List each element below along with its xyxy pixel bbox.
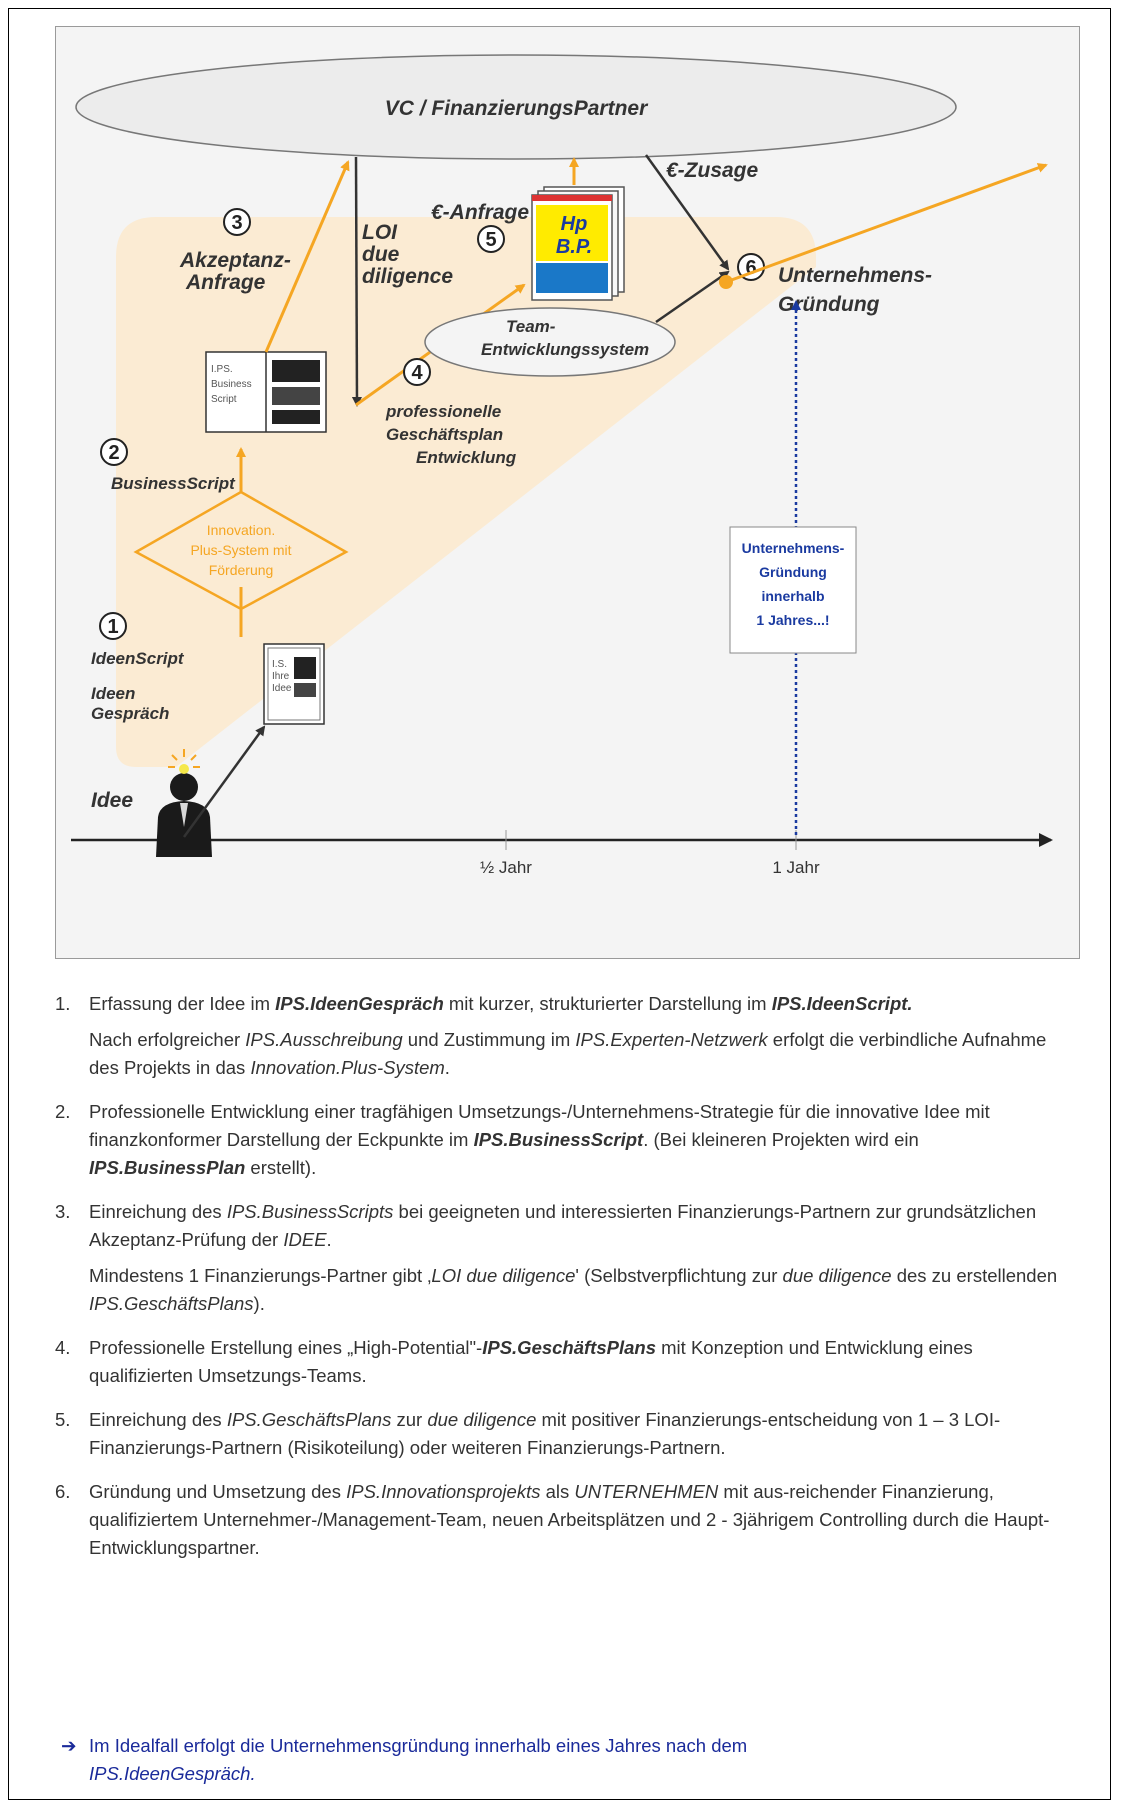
ideen-script-label: IdeenScript [91,649,185,668]
vc-partner-label: VC / FinanzierungsPartner [385,97,649,120]
step-item-5: 5. Einreichung des IPS.GeschäftsPlans zu… [55,1409,1001,1458]
svg-text:B.P.: B.P. [556,236,592,258]
ideen-script-document-icon: I.S. Ihre Idee [263,643,325,725]
step-6-marker: 6 [745,257,756,279]
step-item-4: 4. Professionelle Erstellung eines „High… [55,1337,973,1386]
step-item-2: 2. Professionelle Entwicklung einer trag… [55,1101,990,1178]
svg-text:Gründung: Gründung [759,564,827,580]
step-4-marker: 4 [411,362,423,384]
svg-text:Innovation.: Innovation. [207,522,276,538]
step-item-3: 3. Einreichung des IPS.BusinessScripts b… [55,1201,1058,1314]
one-year-tick: 1 Jahr [772,858,820,877]
geschaeftsplan-book-icon: Hp B.P. [531,186,625,301]
svg-text:Hp: Hp [561,213,588,235]
gruendung-time-box [729,526,857,654]
svg-text:Business: Business [211,379,252,390]
conclusion-note: ➔ Im Idealfall erfolgt die Unternehmensg… [55,1732,1065,1788]
svg-text:Unternehmens-: Unternehmens- [742,540,845,556]
step-2-marker: 2 [108,442,119,464]
svg-text:Idee: Idee [272,683,292,694]
akzeptanz-line2: Anfrage [185,271,266,294]
euro-zusage-label: €-Zusage [666,159,759,182]
step-item-6: 6. Gründung und Umsetzung des IPS.Innova… [55,1481,1050,1558]
svg-text:I.PS.: I.PS. [211,364,233,375]
profi-line2: Geschäftsplan [386,425,503,444]
loi-line3: diligence [362,265,453,288]
arrow-right-icon: ➔ [61,1735,77,1756]
idee-label: Idee [91,789,133,812]
step-item-1: 1. Erfassung der Idee im IPS.IdeenGesprä… [55,993,1047,1078]
steps-list: 1. Erfassung der Idee im IPS.IdeenGesprä… [55,990,1065,1578]
unternehmens-line2: Gründung [778,293,880,316]
svg-text:Team-: Team- [506,317,556,336]
svg-text:Plus-System mit: Plus-System mit [190,542,291,558]
vc-partner-ellipse [75,54,957,160]
svg-text:1 Jahres...!: 1 Jahres...! [756,612,829,628]
loi-line1: LOI [362,221,398,244]
step-5-marker: 5 [485,229,496,251]
akzeptanz-line1: Akzeptanz- [179,249,291,272]
svg-text:Ihre: Ihre [272,671,290,682]
half-year-tick: ½ Jahr [480,858,532,877]
profi-line3: Entwicklung [416,448,517,467]
step-3-marker: 3 [231,212,242,234]
svg-text:innerhalb: innerhalb [761,588,824,604]
svg-text:Förderung: Förderung [209,562,274,578]
svg-text:I.S.: I.S. [272,659,287,670]
profi-line1: professionelle [385,402,501,421]
loi-line2: due [362,243,400,266]
unternehmens-line1: Unternehmens- [778,264,932,287]
business-script-document-icon: I.PS. Business Script [205,351,327,433]
process-diagram: VC / FinanzierungsPartner ½ Jahr 1 Jahr … [55,26,1080,959]
team-ellipse [424,307,676,377]
innovation-plus-diamond [133,490,349,611]
svg-text:Script: Script [211,394,237,405]
business-script-label: BusinessScript [111,474,236,493]
lightbulb-icon [168,749,200,774]
ideen-gespraech-line1: Ideen [91,684,135,703]
euro-anfrage-label: €-Anfrage [431,201,529,224]
step-1-marker: 1 [107,616,118,638]
svg-text:Entwicklungssystem: Entwicklungssystem [481,340,649,359]
person-icon [156,749,212,857]
ideen-gespraech-line2: Gespräch [91,704,169,723]
